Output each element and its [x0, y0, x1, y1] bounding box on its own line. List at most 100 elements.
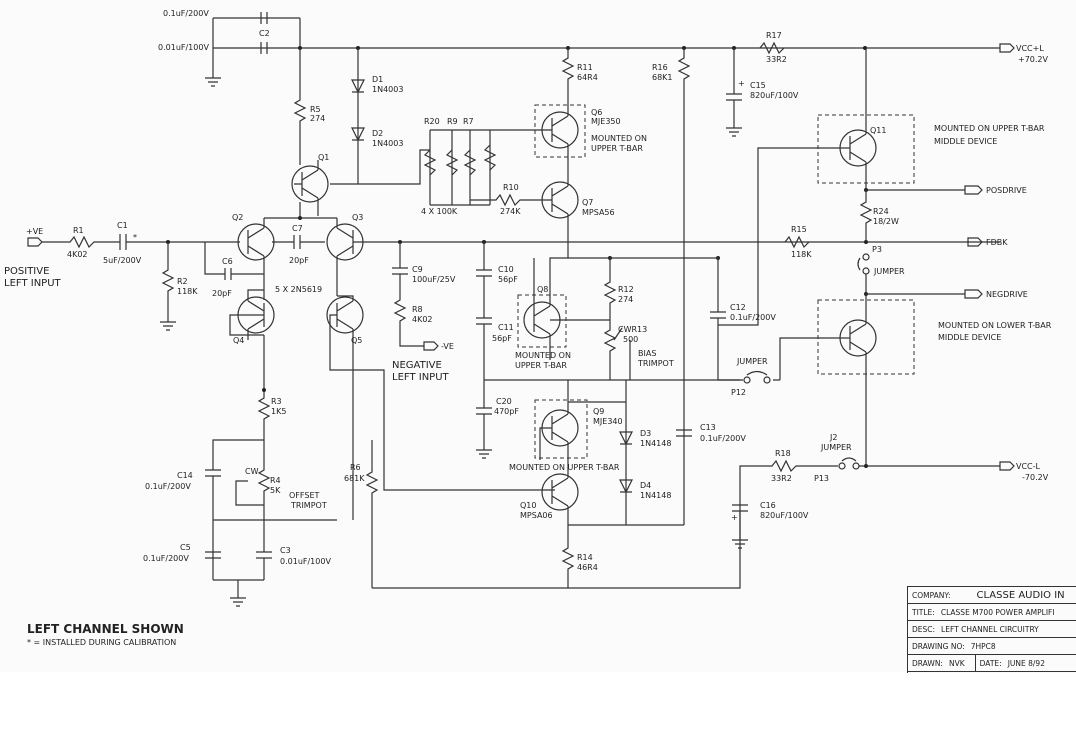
c16-value: 820uF/100V: [760, 511, 809, 520]
r11-value: 64R4: [577, 73, 598, 82]
r6-label: R6: [350, 463, 361, 472]
r8-label: R8: [412, 305, 423, 314]
positive-input-2: LEFT INPUT: [4, 278, 62, 289]
c2-label: C2: [259, 29, 270, 38]
bottom-rail: [372, 465, 760, 589]
desc-label: DESC:: [912, 624, 936, 634]
q6-value: MJE350: [591, 117, 621, 126]
left-channel-title: LEFT CHANNEL SHOWN: [27, 622, 184, 636]
r7-label: R7: [463, 117, 474, 126]
r5-label: R5: [310, 105, 321, 114]
r9-label: R9: [447, 117, 458, 126]
date-value: JUNE 8/92: [1007, 658, 1045, 668]
title-label: TITLE:: [912, 607, 935, 617]
capacitor-c13: [568, 429, 692, 526]
p12-label: P12: [731, 388, 746, 397]
title-block-company: COMPANY: CLASSE AUDIO IN: [908, 587, 1076, 604]
q9-value: MJE340: [593, 417, 623, 426]
c1-label: C1: [117, 221, 128, 230]
c16-plus: +: [731, 513, 738, 522]
r1-value: 4K02: [67, 250, 88, 259]
capacitor-c7: [272, 235, 325, 249]
r8-value: 4K02: [412, 315, 433, 324]
c7-label: C7: [292, 224, 303, 233]
r15-value: 118K: [791, 250, 812, 259]
drawing-value: 7HPC8: [970, 641, 996, 651]
transistor-q7: [540, 180, 579, 258]
c6-label: C6: [222, 257, 233, 266]
diode-d1-d2: [351, 48, 365, 180]
positive-input-1: POSITIVE: [4, 266, 49, 277]
negative-input-2: LEFT INPUT: [392, 372, 450, 383]
d3-value: 1N4148: [640, 439, 671, 448]
resistor-r18: [760, 459, 838, 473]
r2-value: 118K: [177, 287, 198, 296]
title-block-desc: DESC: LEFT CHANNEL CIRCUITRY: [908, 621, 1076, 638]
r12-label: R12: [618, 285, 634, 294]
resistor-r16: [677, 48, 691, 525]
transistor-q1: [291, 149, 430, 216]
resistor-r10: [470, 193, 540, 207]
c16-label: C16: [760, 501, 776, 510]
p13-label: P13: [814, 474, 829, 483]
d3-label: D3: [640, 429, 651, 438]
c9-value: 100uF/25V: [412, 275, 456, 284]
transistor-q2: [237, 218, 275, 290]
r5-value: 274: [310, 114, 325, 123]
c10-value: 56pF: [498, 275, 518, 284]
capacitor-c6: [204, 242, 264, 280]
capacitor-c12: [610, 256, 726, 380]
c15-plus: +: [738, 79, 745, 88]
r14-value: 46R4: [577, 563, 598, 572]
q-lower-mount-1: MOUNTED ON LOWER T-BAR: [938, 321, 1052, 330]
c16-symbol: [732, 504, 748, 549]
c11-value: 56pF: [492, 334, 512, 343]
transistor-q8: [517, 257, 610, 360]
jumper-p12: [718, 370, 780, 384]
resistor-r2: [160, 240, 176, 331]
c15-label: C15: [750, 81, 766, 90]
posdrive-label: POSDRIVE: [986, 186, 1027, 195]
r2-label: R2: [177, 277, 188, 286]
p3-jumper-label: JUMPER: [873, 267, 905, 276]
resistor-r12-cwr13: [603, 256, 631, 380]
resistor-r24: [859, 190, 873, 240]
negative-input-1: NEGATIVE: [392, 360, 442, 371]
resistor-r3: [212, 390, 271, 470]
r4-value: 5K: [270, 486, 281, 495]
date-cell: DATE: JUNE 8/92: [974, 655, 1051, 671]
c20-value: 470pF: [494, 407, 519, 416]
schematic-sheet: 0.1uF/200V 0.01uF/100V C2 D1 1N4003 D2 1…: [4, 9, 1076, 673]
r6-value: 681K: [344, 474, 365, 483]
date-label: DATE:: [979, 658, 1002, 668]
q10-label: Q10: [520, 501, 536, 510]
offset-1: OFFSET: [289, 491, 319, 500]
r16-label: R16: [652, 63, 668, 72]
q9-label: Q9: [593, 407, 604, 416]
vein-neg-label: -VE: [441, 342, 454, 351]
p3-label: P3: [872, 245, 882, 254]
q2-label: Q2: [232, 213, 243, 222]
vcc-minus-value: -70.2V: [1022, 473, 1049, 482]
q5-label: Q5: [351, 336, 362, 345]
r15-label: R15: [791, 225, 807, 234]
q11-label: Q11: [870, 126, 886, 135]
capacitor-c15: [726, 48, 742, 137]
calibration-note: * = INSTALLED DURING CALIBRATION: [27, 638, 176, 647]
d2-label: D2: [372, 129, 383, 138]
q7-value: MPSA56: [582, 208, 615, 217]
q10-value: MPSA06: [520, 511, 553, 520]
c11-label: C11: [498, 323, 514, 332]
c15-value: 820uF/100V: [750, 91, 799, 100]
c9-label: C9: [412, 265, 423, 274]
resistor-r6: [365, 440, 379, 588]
p12-jumper-label: JUMPER: [736, 357, 768, 366]
q-lower-mount-2: MIDDLE DEVICE: [938, 333, 1001, 342]
q7-label: Q7: [582, 198, 593, 207]
jumper-p3: [857, 240, 870, 294]
capacitor-c1: [119, 234, 127, 250]
transistor-q5: [326, 295, 555, 520]
q3-label: Q3: [352, 213, 363, 222]
transistor-q-lower: [779, 299, 915, 466]
title-block-title: TITLE: CLASSE M700 POWER AMPLIFI: [908, 604, 1076, 621]
